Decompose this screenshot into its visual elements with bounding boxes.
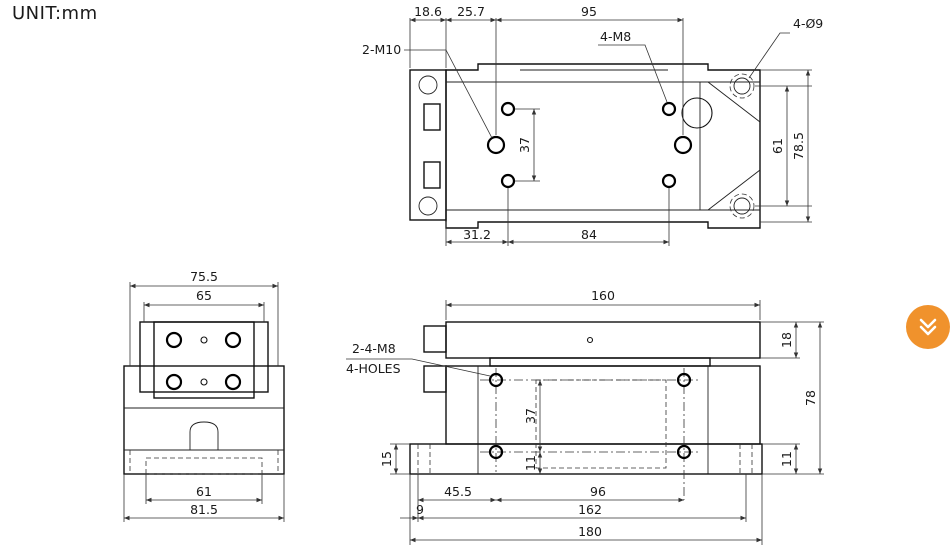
- m8-hole-icon: [500, 101, 516, 117]
- callout-4-d9: 4-Ø9: [793, 16, 823, 31]
- side-hole-icon: [224, 331, 242, 349]
- dim-15: 15: [379, 451, 394, 467]
- side-hole-icon: [224, 373, 242, 391]
- dim-96: 96: [590, 484, 606, 499]
- dim-11-right: 11: [779, 451, 794, 467]
- dim-37-front: 37: [523, 408, 538, 424]
- dim-37-top: 37: [517, 137, 532, 153]
- boss-icon: [681, 97, 713, 129]
- pin-hole-icon: [200, 378, 208, 386]
- pin-hole-icon: [200, 336, 208, 344]
- top-view: 18.6 25.7 95 2-M10 4-M8 4-Ø9 37 61 78.5 …: [362, 4, 823, 246]
- front-m8-hole-icon: [488, 444, 504, 460]
- top-view-left-flange: [409, 69, 447, 221]
- side-view-top-plate: [153, 321, 255, 399]
- m10-hole-icon: [486, 135, 506, 155]
- side-view-slot: [189, 421, 219, 450]
- pin-hole-icon: [586, 336, 594, 344]
- corner-hole-icon: [729, 193, 755, 219]
- scroll-down-button[interactable]: [906, 305, 950, 349]
- fitting-lower: [423, 161, 441, 189]
- front-view-top-slide: [445, 321, 761, 359]
- m10-hole-icon: [673, 135, 693, 155]
- flange-hole-icon: [418, 196, 438, 216]
- side-view-carriage: [139, 321, 269, 393]
- dim-162: 162: [578, 502, 602, 517]
- dim-78-5: 78.5: [791, 132, 806, 160]
- side-view-base: [123, 365, 285, 475]
- dim-81-5: 81.5: [190, 502, 218, 517]
- fitting-upper: [423, 103, 441, 131]
- dim-78: 78: [803, 390, 818, 406]
- front-view: 160 2-4-M8 4-HOLES 18 78 37 11 15 11: [346, 288, 824, 545]
- flange-hole-icon: [418, 75, 438, 95]
- front-view-guide: [489, 357, 711, 367]
- dim-84: 84: [581, 227, 597, 242]
- side-view: 75.5 65 61 81.5: [123, 269, 285, 522]
- dim-31-2: 31.2: [463, 227, 491, 242]
- dim-61-top: 61: [770, 138, 785, 154]
- dim-65: 65: [196, 288, 212, 303]
- front-m8-hole-icon: [488, 372, 504, 388]
- corner-hole-icon: [733, 197, 751, 215]
- front-m8-hole-icon: [676, 372, 692, 388]
- callout-4-holes: 4-HOLES: [346, 361, 401, 376]
- callout-2-4-m8: 2-4-M8: [352, 341, 396, 356]
- dim-9: 9: [416, 502, 424, 517]
- front-m8-hole-icon: [676, 444, 692, 460]
- dim-95: 95: [581, 4, 597, 19]
- corner-hole-icon: [733, 77, 751, 95]
- front-view-base: [409, 443, 763, 475]
- m8-hole-icon: [661, 173, 677, 189]
- dim-75-5: 75.5: [190, 269, 218, 284]
- front-fitting-upper: [423, 325, 447, 353]
- top-view-main-body: [445, 63, 761, 229]
- front-view-hidden-cavity: [535, 379, 667, 469]
- dim-160: 160: [591, 288, 615, 303]
- dim-180: 180: [578, 524, 602, 539]
- dim-61-side: 61: [196, 484, 212, 499]
- dim-11-left: 11: [523, 455, 538, 471]
- callout-2-m10: 2-M10: [362, 42, 401, 57]
- corner-hole-icon: [729, 73, 755, 99]
- dim-18-6: 18.6: [414, 4, 442, 19]
- dim-25-7: 25.7: [457, 4, 485, 19]
- side-hole-icon: [165, 373, 183, 391]
- side-hole-icon: [165, 331, 183, 349]
- double-chevron-down-icon: [919, 318, 937, 336]
- dim-18: 18: [779, 332, 794, 348]
- side-view-hidden-base: [145, 457, 263, 475]
- callout-4-m8: 4-M8: [600, 29, 631, 44]
- m8-hole-icon: [661, 101, 677, 117]
- front-fitting-lower: [423, 365, 447, 393]
- dim-45-5: 45.5: [444, 484, 472, 499]
- unit-label: UNIT:mm: [12, 3, 98, 24]
- front-view-main-body: [445, 365, 761, 445]
- m8-hole-icon: [500, 173, 516, 189]
